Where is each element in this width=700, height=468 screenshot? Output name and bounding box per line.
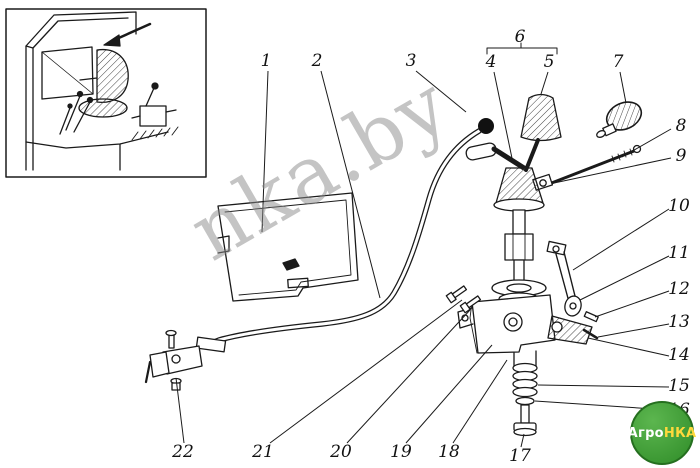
- lever-and-knob: [465, 93, 562, 172]
- spring-stack: [512, 350, 538, 437]
- callout-number-17: 17: [509, 446, 531, 466]
- callout-number-3: 3: [405, 51, 417, 71]
- pull-rod: [547, 144, 642, 186]
- rubber-boot: [493, 167, 545, 212]
- callout-number-4: 4: [485, 52, 497, 72]
- round-knob: [596, 101, 643, 138]
- callout-number-12: 12: [668, 279, 690, 299]
- callout-number-6: 6: [514, 27, 526, 47]
- callout-number-14: 14: [668, 345, 690, 365]
- callout-number-5: 5: [543, 52, 555, 72]
- callout-number-1: 1: [260, 51, 272, 71]
- logo-text-nka: НКА: [663, 425, 697, 441]
- callout-number-7: 7: [612, 52, 624, 72]
- callout-number-20: 20: [330, 442, 352, 462]
- callout-number-10: 10: [668, 196, 690, 216]
- callout-number-2: 2: [311, 51, 323, 71]
- inset-location-view: [5, 8, 207, 178]
- panel-part: [217, 192, 359, 302]
- callout-number-18: 18: [438, 442, 460, 462]
- cone-knob: [520, 93, 562, 142]
- cable-ball-end: [478, 118, 494, 134]
- callout-number-21: 21: [252, 442, 274, 462]
- callout-6-bracket: [486, 42, 558, 55]
- callout-number-13: 13: [668, 312, 690, 332]
- lever-arm: [547, 315, 599, 345]
- callout-number-11: 11: [668, 243, 690, 263]
- callout-number-22: 22: [172, 442, 194, 462]
- cable-clevis: [144, 329, 227, 391]
- callout-number-19: 19: [390, 442, 412, 462]
- seat-cushion: [78, 98, 128, 118]
- callout-number-15: 15: [668, 376, 690, 396]
- link-rod: [546, 240, 599, 323]
- callout-number-9: 9: [675, 146, 687, 166]
- logo-text-agro: Агро: [627, 425, 664, 441]
- location-arrow-icon: [103, 22, 152, 47]
- inset-mechanism: [131, 82, 179, 141]
- logo-text: АгроНКА: [628, 426, 697, 441]
- callout-number-8: 8: [675, 116, 687, 136]
- shaft-coupler: [504, 209, 534, 283]
- agro-nka-logo: АгроНКА: [628, 401, 697, 465]
